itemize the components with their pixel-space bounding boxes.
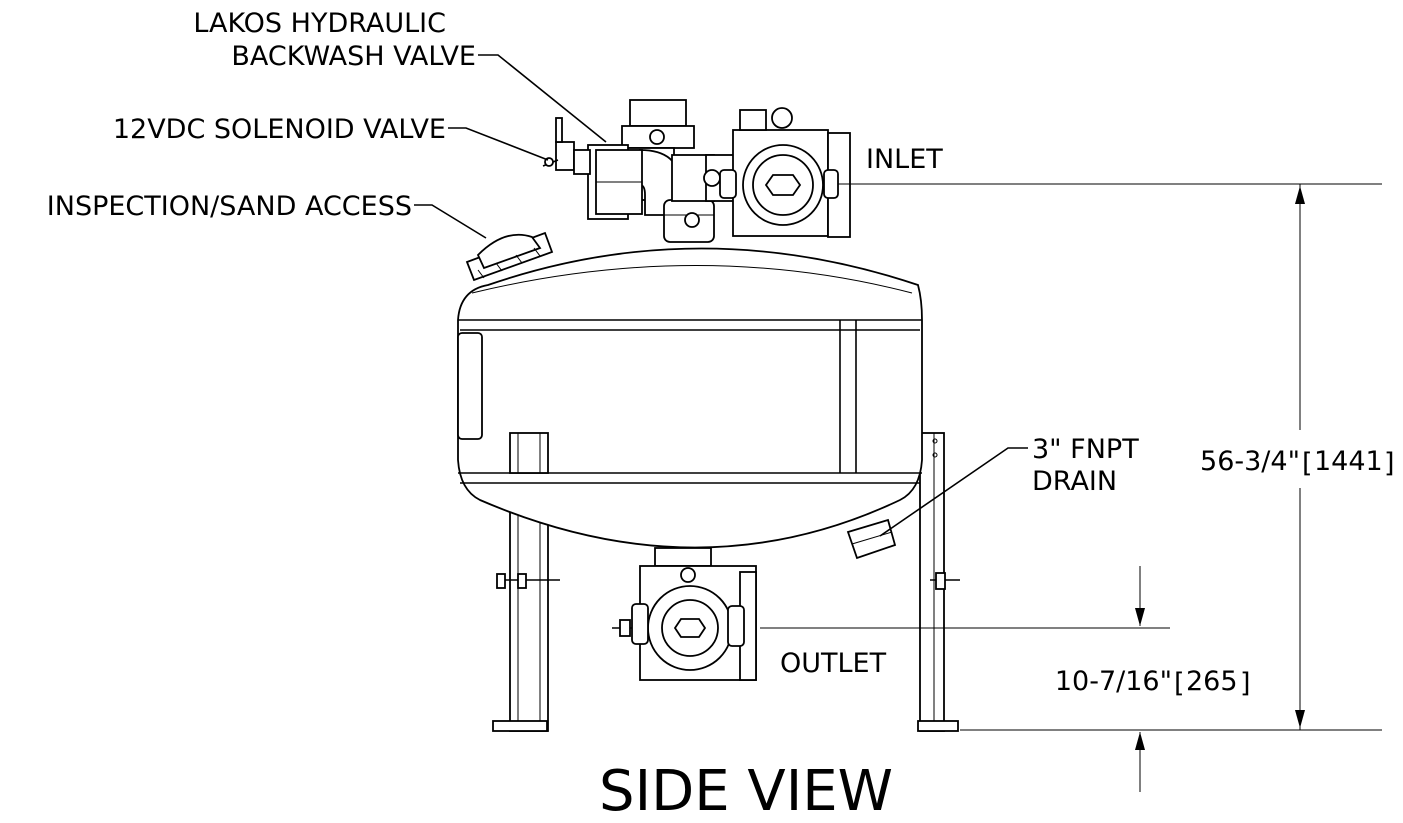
outlet-height-bracket-close: ]	[1240, 668, 1251, 699]
overall-height-metric: 1441	[1314, 446, 1383, 477]
backwash-valve-label-line1: LAKOS HYDRAULIC	[193, 8, 446, 39]
drain-fitting	[846, 518, 897, 560]
inlet-valve-body	[719, 107, 851, 238]
drain-label-line2: DRAIN	[1032, 466, 1117, 497]
backwash-valve-label-line2: BACKWASH VALVE	[231, 41, 476, 72]
solenoid-valve	[542, 117, 591, 175]
outlet-valve-body	[612, 547, 757, 681]
dimension-lines	[760, 183, 1382, 792]
leader-lines	[414, 54, 1028, 537]
view-title: SIDE VIEW	[599, 759, 893, 823]
overall-height-dimension: 56-3/4"	[1200, 446, 1300, 477]
outlet-height-dimension: 10-7/16"	[1055, 666, 1172, 697]
inspection-access-label: INSPECTION/SAND ACCESS	[47, 191, 412, 222]
overall-height-bracket-open: [	[1302, 448, 1313, 479]
support-leg-right	[917, 432, 960, 732]
outlet-height-metric: 265	[1186, 666, 1238, 697]
overall-height-bracket-close: ]	[1384, 448, 1395, 479]
outlet-height-bracket-open: [	[1174, 668, 1185, 699]
outlet-label: OUTLET	[780, 648, 887, 679]
filter-tank	[457, 247, 923, 549]
solenoid-valve-label: 12VDC SOLENOID VALVE	[113, 114, 446, 145]
leg-bracket-left	[509, 432, 549, 474]
inspection-access-hatch	[465, 231, 554, 282]
drain-label-line1: 3" FNPT	[1032, 434, 1139, 465]
backwash-valve-assembly	[587, 99, 737, 243]
inlet-label: INLET	[866, 144, 943, 175]
